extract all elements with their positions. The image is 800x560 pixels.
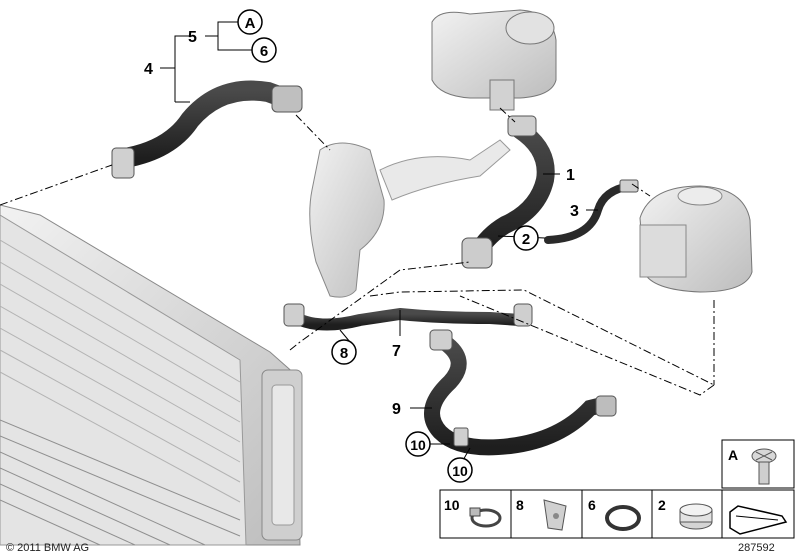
callout-label-4: 4 xyxy=(144,61,153,78)
hose-clamp-icon xyxy=(469,507,502,528)
hose-9-fitting-right xyxy=(595,395,617,417)
callout-circle-8: 8 xyxy=(331,339,357,365)
leader-lines xyxy=(0,107,715,396)
hose-3 xyxy=(544,182,634,244)
diagram-number: 287592 xyxy=(738,542,775,554)
arrow-bracket-icon xyxy=(729,505,788,535)
svg-text:8: 8 xyxy=(340,345,348,362)
expansion-tank-housing xyxy=(431,9,557,111)
callout-label-9: 9 xyxy=(392,401,401,418)
hose-4-fitting-right xyxy=(271,85,303,113)
bracket-icon xyxy=(543,499,567,531)
hose-9 xyxy=(424,334,614,456)
svg-text:2: 2 xyxy=(522,231,530,248)
callout-circle-6: 6 xyxy=(251,37,277,63)
copyright-text: © 2011 BMW AG xyxy=(6,542,90,554)
hose-1-fitting-top xyxy=(507,115,537,137)
hose-7-fitting-right xyxy=(513,303,533,327)
spring-clamp-icon xyxy=(679,503,713,530)
legend-label-A: A xyxy=(728,447,738,463)
legend-box-A: A xyxy=(721,439,795,489)
callout-circle-10a: 10 xyxy=(405,431,431,457)
svg-text:6: 6 xyxy=(260,43,268,60)
hose-9-fitting-top xyxy=(429,329,453,351)
radiator xyxy=(0,204,303,546)
o-ring-icon xyxy=(605,505,641,531)
callout-label-7: 7 xyxy=(392,343,401,360)
legend-cell-label-1: 10 xyxy=(444,497,460,513)
hose-upper-radiator xyxy=(115,80,300,168)
hose-9-clamp xyxy=(453,427,469,447)
svg-text:A: A xyxy=(245,15,256,32)
coolant-reservoir xyxy=(639,185,753,293)
hose-7-fitting-left xyxy=(283,303,305,327)
hose-1-fitting-bottom xyxy=(461,237,493,269)
svg-text:10: 10 xyxy=(410,437,426,453)
legend-row: 10 8 6 2 xyxy=(439,489,795,539)
callout-texts: 4 5 1 3 7 9 xyxy=(144,29,579,418)
legend-cell-label-3: 6 xyxy=(588,497,596,513)
bolt-icon xyxy=(751,448,777,485)
thermostat-housing xyxy=(309,139,511,298)
svg-text:10: 10 xyxy=(452,463,468,479)
hose-1 xyxy=(469,121,555,261)
legend-cell-label-4: 2 xyxy=(658,497,666,513)
legend-cell-label-2: 8 xyxy=(516,497,524,513)
callout-circle-A: A xyxy=(237,9,263,35)
hose-3-fitting xyxy=(619,179,639,193)
hose-7 xyxy=(290,307,526,331)
callout-label-3: 3 xyxy=(570,203,579,220)
callout-label-5: 5 xyxy=(188,29,197,46)
callout-circle-10b: 10 xyxy=(447,457,473,483)
callout-circle-2: 2 xyxy=(513,225,539,251)
callout-label-1: 1 xyxy=(566,167,575,184)
hose-4-fitting-left xyxy=(111,147,135,179)
